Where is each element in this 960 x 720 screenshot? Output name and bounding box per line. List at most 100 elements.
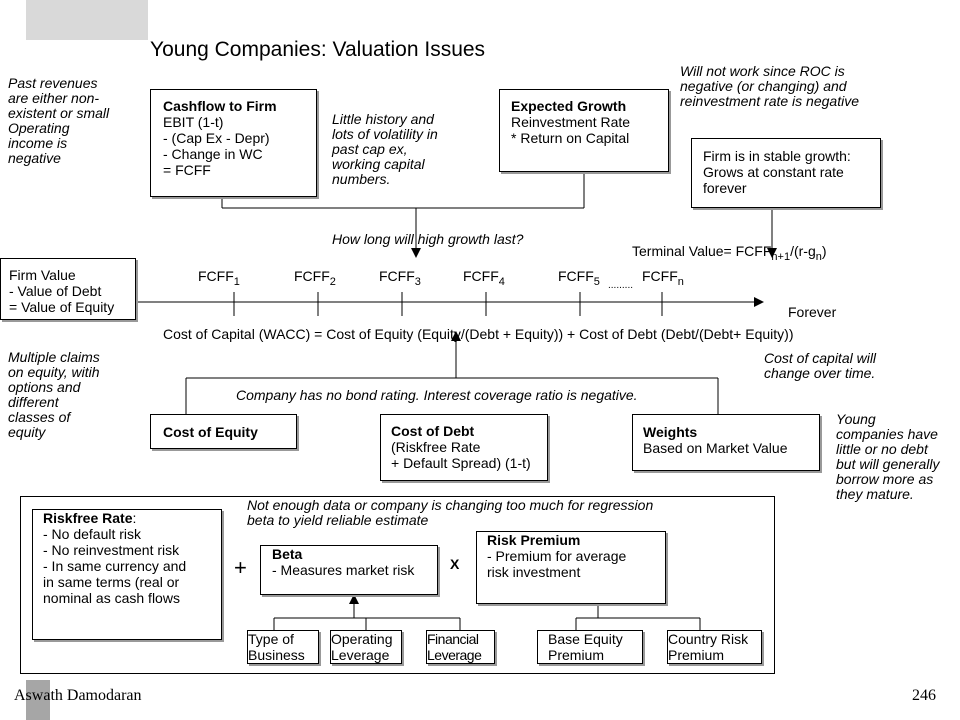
box-line: Leverage <box>427 647 482 663</box>
note-line: Cost of capital will <box>764 350 877 366</box>
fcff-label-n: FCFFn <box>642 268 684 290</box>
fcff-text: FCFF <box>294 268 330 284</box>
financial-leverage-box: Financial Leverage <box>426 630 495 664</box>
box-title-suffix: : <box>132 510 137 526</box>
terminal-end: ) <box>821 243 827 259</box>
cost-of-equity-box: Cost of Equity <box>150 414 297 449</box>
corner-block-bottom <box>26 680 50 720</box>
box-line: = Value of Equity <box>9 299 115 315</box>
box-line: - Change in WC <box>163 146 263 162</box>
weights-box: Weights Based on Market Value <box>632 414 820 471</box>
note-line: Multiple claims <box>8 349 100 365</box>
note-line: borrow more as <box>836 471 934 487</box>
note-line: little or no debt <box>836 441 928 457</box>
terminal-sub: n+1 <box>771 251 791 263</box>
box-line: Financial <box>427 631 479 647</box>
note-line: working capital <box>332 156 425 172</box>
fcff-text: FCFF <box>379 268 415 284</box>
note-line: income is <box>8 135 68 151</box>
fcff-sub: 4 <box>498 276 505 288</box>
box-title: Weights <box>643 424 698 440</box>
box-line: Base Equity <box>548 631 623 647</box>
box-line: - No default risk <box>43 526 142 542</box>
fcff-sub: 2 <box>329 276 336 288</box>
box-line: Reinvestment Rate <box>511 114 631 130</box>
forever-label: Forever <box>788 304 837 320</box>
fcff-label-4: FCFF4 <box>463 268 505 290</box>
box-line: - Premium for average <box>487 548 627 564</box>
fcff-label-3: FCFF3 <box>379 268 421 290</box>
cost-of-debt-box: Cost of Debt (Riskfree Rate + Default Sp… <box>380 414 548 481</box>
fcff-sub: 1 <box>233 276 240 288</box>
note-no-bond-rating: Company has no bond rating. Interest cov… <box>236 387 638 403</box>
box-line: - No reinvestment risk <box>43 542 180 558</box>
box-line: - Measures market risk <box>272 562 415 578</box>
note-young-debt: Young companies have little or no debt b… <box>836 412 940 502</box>
note-past-revenues: Past revenues are either non- existent o… <box>8 76 109 166</box>
note-roc: Will not work since ROC is negative (or … <box>680 64 859 109</box>
note-line: Not enough data or company is changing t… <box>247 497 654 513</box>
box-line: Premium <box>548 647 605 663</box>
note-line: past cap ex, <box>332 141 408 157</box>
fcff-text: FCFF <box>463 268 499 284</box>
note-line: on equity, witih <box>8 364 100 380</box>
timeline-dots: ......... <box>608 280 634 291</box>
operating-leverage-box: Operating Leverage <box>330 630 402 664</box>
corner-block-top <box>26 0 148 40</box>
box-line: Premium <box>668 647 725 663</box>
box-line: = FCFF <box>163 162 211 178</box>
box-title: Expected Growth <box>511 98 627 114</box>
box-title: Cost of Debt <box>391 423 475 439</box>
terminal-value-label: Terminal Value= FCFFn+1/(r-gn) <box>632 243 827 265</box>
box-line: Type of <box>248 631 294 647</box>
fcff-sub: 5 <box>593 276 600 288</box>
note-line: negative <box>8 150 61 166</box>
wacc-formula: Cost of Capital (WACC) = Cost of Equity … <box>163 326 794 342</box>
note-line: negative (or changing) and <box>680 78 847 94</box>
note-regression: Not enough data or company is changing t… <box>247 497 654 528</box>
box-line: risk investment <box>487 564 581 580</box>
note-line: Operating <box>8 120 70 136</box>
box-line: nominal as cash flows <box>43 590 180 606</box>
base-equity-premium-box: Base Equity Premium <box>537 630 643 664</box>
box-line: Grows at constant rate <box>703 164 844 180</box>
note-line: Little history and <box>332 111 434 127</box>
fcff-sub: n <box>677 276 684 288</box>
type-of-business-box: Type of Business <box>247 630 319 664</box>
cost-of-equity-detail-frame <box>20 496 775 674</box>
note-line: classes of <box>8 409 71 425</box>
box-line: forever <box>703 180 747 196</box>
box-line: - In same currency and <box>43 558 187 574</box>
fcff-text: FCFF <box>558 268 594 284</box>
box-line: Operating <box>331 631 393 647</box>
note-line: beta to yield reliable estimate <box>247 512 429 528</box>
box-line: - (Cap Ex - Depr) <box>163 130 270 146</box>
box-line: Firm Value <box>9 267 76 283</box>
country-risk-premium-box: Country Risk Premium <box>667 630 762 664</box>
firm-value-box: Firm Value - Value of Debt = Value of Eq… <box>0 258 136 320</box>
note-line: options and <box>8 379 81 395</box>
risk-premium-box: Risk Premium - Premium for average risk … <box>476 531 666 604</box>
expected-growth-box: Expected Growth Reinvestment Rate * Retu… <box>499 89 669 172</box>
fcff-sub: 3 <box>414 276 421 288</box>
note-line: Past revenues <box>8 75 98 91</box>
note-line: numbers. <box>332 171 391 187</box>
plus-operator: + <box>234 555 247 580</box>
note-line: reinvestment rate is negative <box>680 93 859 109</box>
beta-box: Beta - Measures market risk <box>260 545 438 595</box>
box-title: Cost of Equity <box>163 424 258 440</box>
note-line: Will not work since ROC is <box>680 63 845 79</box>
note-line: equity <box>8 424 46 440</box>
page-title: Young Companies: Valuation Issues <box>150 38 486 61</box>
footer-page-number: 246 <box>912 687 936 704</box>
note-line: they mature. <box>836 486 914 502</box>
box-line: in same terms (real or <box>43 574 180 590</box>
box-title: Cashflow to Firm <box>163 98 277 114</box>
box-line: Business <box>248 647 305 663</box>
note-line: are either non- <box>8 90 100 106</box>
note-line: change over time. <box>764 365 876 381</box>
note-line: different <box>8 394 59 410</box>
box-line: Country Risk <box>668 631 749 647</box>
fcff-label-2: FCFF2 <box>294 268 336 290</box>
box-title: Riskfree Rate <box>43 510 133 526</box>
